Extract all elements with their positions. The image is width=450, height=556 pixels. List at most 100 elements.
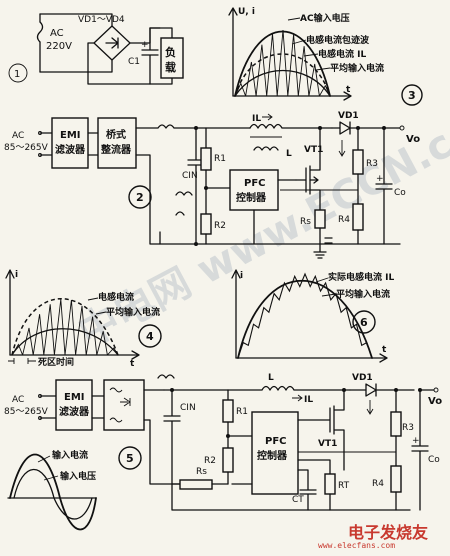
fig2-cin-capacitor xyxy=(187,127,205,245)
fig5-r4-label: R4 xyxy=(372,479,384,489)
fig6-actual-inductor-current xyxy=(237,272,373,359)
fig5-r1-label: R1 xyxy=(236,407,248,417)
fig5-emi-line2: 滤波器 xyxy=(59,405,90,418)
fig2-diode-vd1 xyxy=(331,121,401,135)
fig5-legend-voltage: 输入电压 xyxy=(60,470,96,482)
fig2-cin-label: CIN xyxy=(182,171,198,181)
fig3-legend-il: 电感电流 IL xyxy=(318,48,366,60)
fig5-emi-line1: EMI xyxy=(64,392,85,403)
fig4-number: 4 xyxy=(146,330,154,343)
fig2-rs-label: Rs xyxy=(300,217,311,227)
fig5-pfc-line2: 控制器 xyxy=(257,449,288,462)
fig2-pfc-line2: 控制器 xyxy=(236,191,267,204)
fig1-bridge-label: VD1～VD4 xyxy=(78,15,125,25)
svg-text:+: + xyxy=(376,174,384,184)
fig5-ac-label: AC xyxy=(12,395,24,405)
fig2-co-label: Co xyxy=(394,188,406,198)
fig5-legend-current: 输入电流 xyxy=(52,449,88,461)
fig4-envelope-curve xyxy=(11,298,119,356)
fig5-diode-vd1 xyxy=(349,383,415,397)
fig2-ac-range: 85～265V xyxy=(4,143,49,153)
figure-1-basic-rectifier: AC 220V VD1～VD4 C1 + 负 载 1 xyxy=(8,13,184,85)
footer-logo: 电子发烧友 xyxy=(348,523,429,542)
fig5-r3-label: R3 xyxy=(402,423,414,433)
svg-text:+: + xyxy=(412,436,420,446)
footer-branding: 电子发烧友 www.elecfans.com xyxy=(318,523,429,550)
fig1-ac-voltage: 220V xyxy=(46,41,72,52)
fig2-resistor-r4 xyxy=(352,203,364,231)
fig6-legend-avg: 平均输入电流 xyxy=(336,288,390,300)
fig5-il-label: IL xyxy=(304,395,313,405)
fig2-il-label: IL xyxy=(252,114,261,124)
fig5-vo-label: Vo xyxy=(428,396,442,407)
fig1-load-box xyxy=(160,37,184,79)
fig2-emi-line2: 滤波器 xyxy=(55,143,86,156)
fig5-vt1-label: VT1 xyxy=(318,439,337,449)
fig2-pfc-controller xyxy=(229,169,279,211)
fig3-legend-ac-voltage: AC输入电压 xyxy=(300,12,350,24)
fig5-cin-capacitor xyxy=(163,389,181,485)
footer-url: www.elecfans.com xyxy=(318,541,395,550)
fig3-inductor-current-triangles xyxy=(234,29,331,97)
fig3-axis-y: U, i xyxy=(238,7,255,17)
fig2-number: 2 xyxy=(136,191,144,204)
fig2-r2-label: R2 xyxy=(214,221,226,231)
svg-text:载: 载 xyxy=(165,60,176,74)
fig3-legend-avg: 平均输入电流 xyxy=(330,62,384,74)
fig4-axis-x: t xyxy=(130,359,135,369)
fig5-r2-label: R2 xyxy=(204,456,216,466)
fig5-l-label: L xyxy=(268,373,274,383)
fig2-resistor-r3 xyxy=(352,149,364,175)
fig5-resistor-r4 xyxy=(390,465,402,493)
svg-text:+: + xyxy=(141,40,149,50)
ac-source-symbol xyxy=(36,21,44,43)
fig5-pfc-line1: PFC xyxy=(265,436,287,447)
figure-2-pfc-circuit: AC 85～265V EMI 滤波器 桥式 整流器 CIN IL L xyxy=(4,111,420,259)
fig2-l-label: L xyxy=(286,149,292,159)
figure-3-waveforms: U, i t AC输入电压 电感电流包迹波 电感电流 IL 平均输入电流 3 xyxy=(228,7,423,106)
fig5-rs-label: Rs xyxy=(196,467,207,477)
fig2-resistor-r1 xyxy=(200,147,212,171)
fig2-bridge-line1: 桥式 xyxy=(106,128,126,141)
fig6-axis-y: i xyxy=(240,271,243,281)
fig5-bridge-rectifier xyxy=(103,379,145,431)
figure-6-waveforms: i t 实际电感电流 IL 平均输入电流 6 xyxy=(231,269,394,363)
fig2-pfc-line1: PFC xyxy=(244,178,266,189)
fig5-cin-label: CIN xyxy=(180,403,196,413)
fig4-legend-avg: 平均输入电流 xyxy=(106,306,160,318)
fig5-resistor-rt xyxy=(324,473,336,495)
figure-5-pfc-circuit: AC 85～265V EMI 滤波器 CIN R1 R2 L xyxy=(4,373,442,531)
fig1-cap-label: C1 xyxy=(128,57,140,67)
fig2-vd1-label: VD1 xyxy=(338,111,359,121)
fig5-pfc-controller xyxy=(251,411,299,495)
fig2-r3-label: R3 xyxy=(366,159,378,169)
fig2-inductor-l xyxy=(249,123,333,129)
fig1-ac-label: AC xyxy=(50,28,64,39)
fig5-ac-range: 85～265V xyxy=(4,407,49,417)
fig5-resistor-r2 xyxy=(222,447,234,473)
fig2-r1-label: R1 xyxy=(214,154,226,164)
figure-4-waveforms: i t 电感电流 平均输入电流 死区时间 4 xyxy=(5,269,162,369)
fig5-inductor-l xyxy=(227,385,351,391)
fig5-ct-label: CT xyxy=(292,495,304,505)
fig2-emi-line1: EMI xyxy=(60,130,81,141)
fig3-average-current-curve xyxy=(234,69,331,97)
fig1-bridge-rectifier xyxy=(93,25,131,61)
fig4-inductor-current-triangles xyxy=(11,299,119,356)
fig5-number: 5 xyxy=(126,452,134,465)
fig2-ac-label: AC xyxy=(12,131,24,141)
fig4-legend-inductor: 电感电流 xyxy=(98,291,134,303)
fig2-co-capacitor xyxy=(375,127,393,245)
fig1-load-label: 负 xyxy=(165,45,176,59)
fig2-vo-label: Vo xyxy=(406,134,420,145)
fig1-number: 1 xyxy=(14,69,20,80)
fig5-input-voltage-wave xyxy=(9,453,97,531)
fig5-resistor-rs xyxy=(179,479,213,490)
fig2-emi-filter xyxy=(51,117,89,169)
fig2-resistor-r2 xyxy=(200,213,212,235)
fig3-axis-x: t xyxy=(346,85,351,95)
fig5-co-capacitor xyxy=(411,389,429,511)
fig5-resistor-r1 xyxy=(222,399,234,423)
fig6-legend-il: 实际电感电流 IL xyxy=(328,271,394,283)
fig3-number: 3 xyxy=(408,89,416,102)
